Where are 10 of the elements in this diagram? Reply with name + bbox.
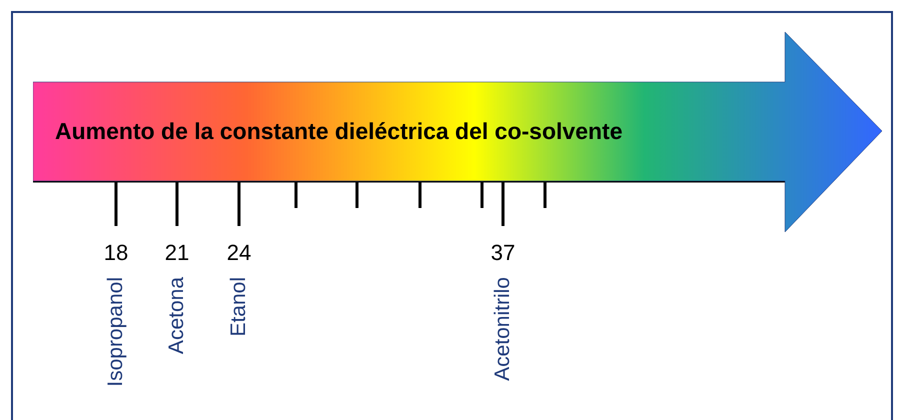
solvent-name: Etanol	[227, 277, 251, 337]
scale-value: 37	[490, 241, 516, 265]
solvent-name: Isopropanol	[104, 277, 128, 387]
gradient-arrow	[33, 32, 883, 233]
solvent-name: Acetona	[165, 277, 189, 354]
scale-value: 21	[164, 241, 190, 265]
scale-value: 18	[104, 241, 128, 265]
scale-value: 24	[226, 241, 252, 265]
solvent-name: Acetonitrilo	[491, 277, 515, 381]
arrow-label: Aumento de la constante dieléctrica del co-solvente	[55, 117, 622, 146]
